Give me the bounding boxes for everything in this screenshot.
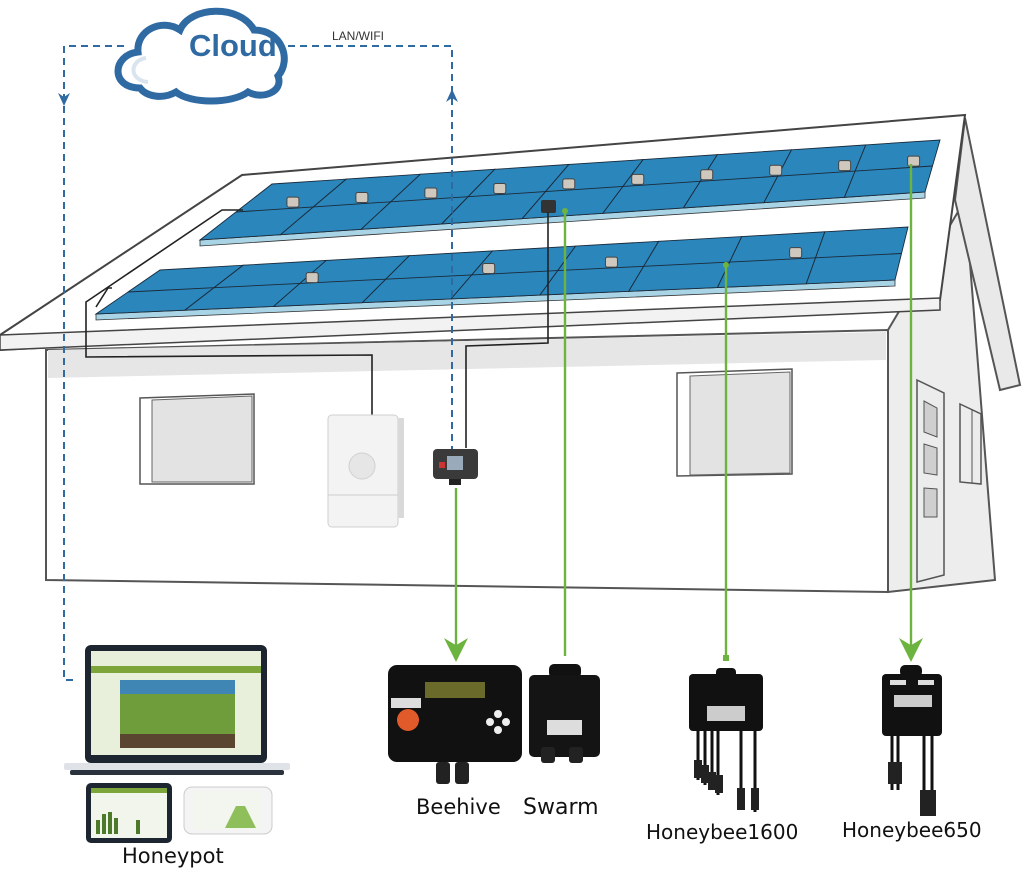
panel-cable: [643, 261, 730, 267]
panel-cable: [471, 270, 558, 276]
optimizer-icon: [424, 187, 438, 199]
optimizer-icon: [907, 155, 921, 167]
side-door: [916, 378, 945, 583]
swarm-label: Swarm: [523, 795, 599, 820]
dc-wiring: [85, 209, 549, 448]
gateway-to-cloud-link: [288, 45, 453, 449]
optimizer-icon: [838, 160, 852, 172]
wire-gateway: [465, 212, 549, 448]
up-arrow-icon: [446, 89, 458, 102]
panel-cable: [622, 180, 701, 187]
honeybee650-device[interactable]: [882, 665, 942, 816]
honeybee1600-device[interactable]: [689, 668, 763, 812]
roof-gateway-icon: [541, 200, 556, 213]
optimizer-icon: [631, 173, 645, 185]
panel-cable: [855, 165, 933, 172]
panel-cable: [127, 287, 214, 293]
panel-cable: [213, 282, 300, 289]
panel-cable: [557, 265, 644, 272]
optimizer-icon: [286, 196, 300, 208]
wire-upper-row: [85, 209, 373, 415]
window-left: [139, 393, 255, 485]
gable-trim: [953, 117, 1022, 392]
panel-cable: [700, 175, 778, 182]
optimizer-icon: [604, 256, 618, 268]
roof-fascia: [0, 297, 941, 351]
down-arrow-icon: [58, 93, 70, 106]
panel-cable: [545, 185, 623, 193]
panel-cable: [390, 196, 469, 203]
beehive-label: Beehive: [416, 795, 501, 819]
inverter: [327, 414, 404, 528]
cloud-icon: [114, 7, 288, 105]
swarm-device[interactable]: [529, 664, 600, 763]
optimizer-icon: [482, 263, 496, 275]
side-window: [959, 402, 982, 485]
cloud-to-honeypot-link: [63, 45, 124, 681]
phone: [183, 786, 273, 835]
panel-cable: [468, 191, 546, 198]
panel-cable: [313, 201, 391, 208]
gateway-on-wall: [433, 449, 478, 485]
panel-cable: [235, 206, 314, 213]
laptop: [64, 645, 290, 775]
panel-cable: [777, 170, 856, 177]
honeypot-label: Honeypot: [122, 844, 224, 868]
optimizer-icon: [305, 272, 319, 284]
link-endpoint: [562, 208, 568, 214]
honeypot-devices[interactable]: [64, 645, 290, 843]
optimizer-icon: [355, 192, 369, 204]
panel-row-upper: [198, 139, 941, 247]
honeybee650-label: Honeybee650: [842, 818, 982, 842]
cloud-links: [63, 45, 453, 681]
panel-cable: [815, 253, 902, 259]
honeybee1600-label: Honeybee1600: [646, 820, 799, 844]
window-right: [676, 368, 793, 477]
rf-links: [444, 164, 923, 662]
panel-cable: [385, 274, 472, 280]
beehive-device[interactable]: [388, 665, 522, 784]
eave-shadow: [48, 332, 886, 378]
optimizer-icon: [700, 169, 714, 181]
wire-lower-row: [95, 287, 112, 308]
tablet: [86, 783, 172, 843]
optimizer-icon: [769, 164, 783, 176]
lan-wifi-label: LAN/WIFI: [332, 29, 384, 43]
optimizer-icon: [562, 178, 576, 190]
optimizer-icon: [789, 247, 803, 259]
link-endpoint: [723, 655, 729, 661]
optimizer-icon: [493, 182, 507, 194]
panel-row-lower: [94, 226, 909, 321]
link-endpoint: [723, 262, 729, 268]
panel-cable: [729, 257, 816, 263]
cloud-label: Cloud: [189, 28, 277, 63]
